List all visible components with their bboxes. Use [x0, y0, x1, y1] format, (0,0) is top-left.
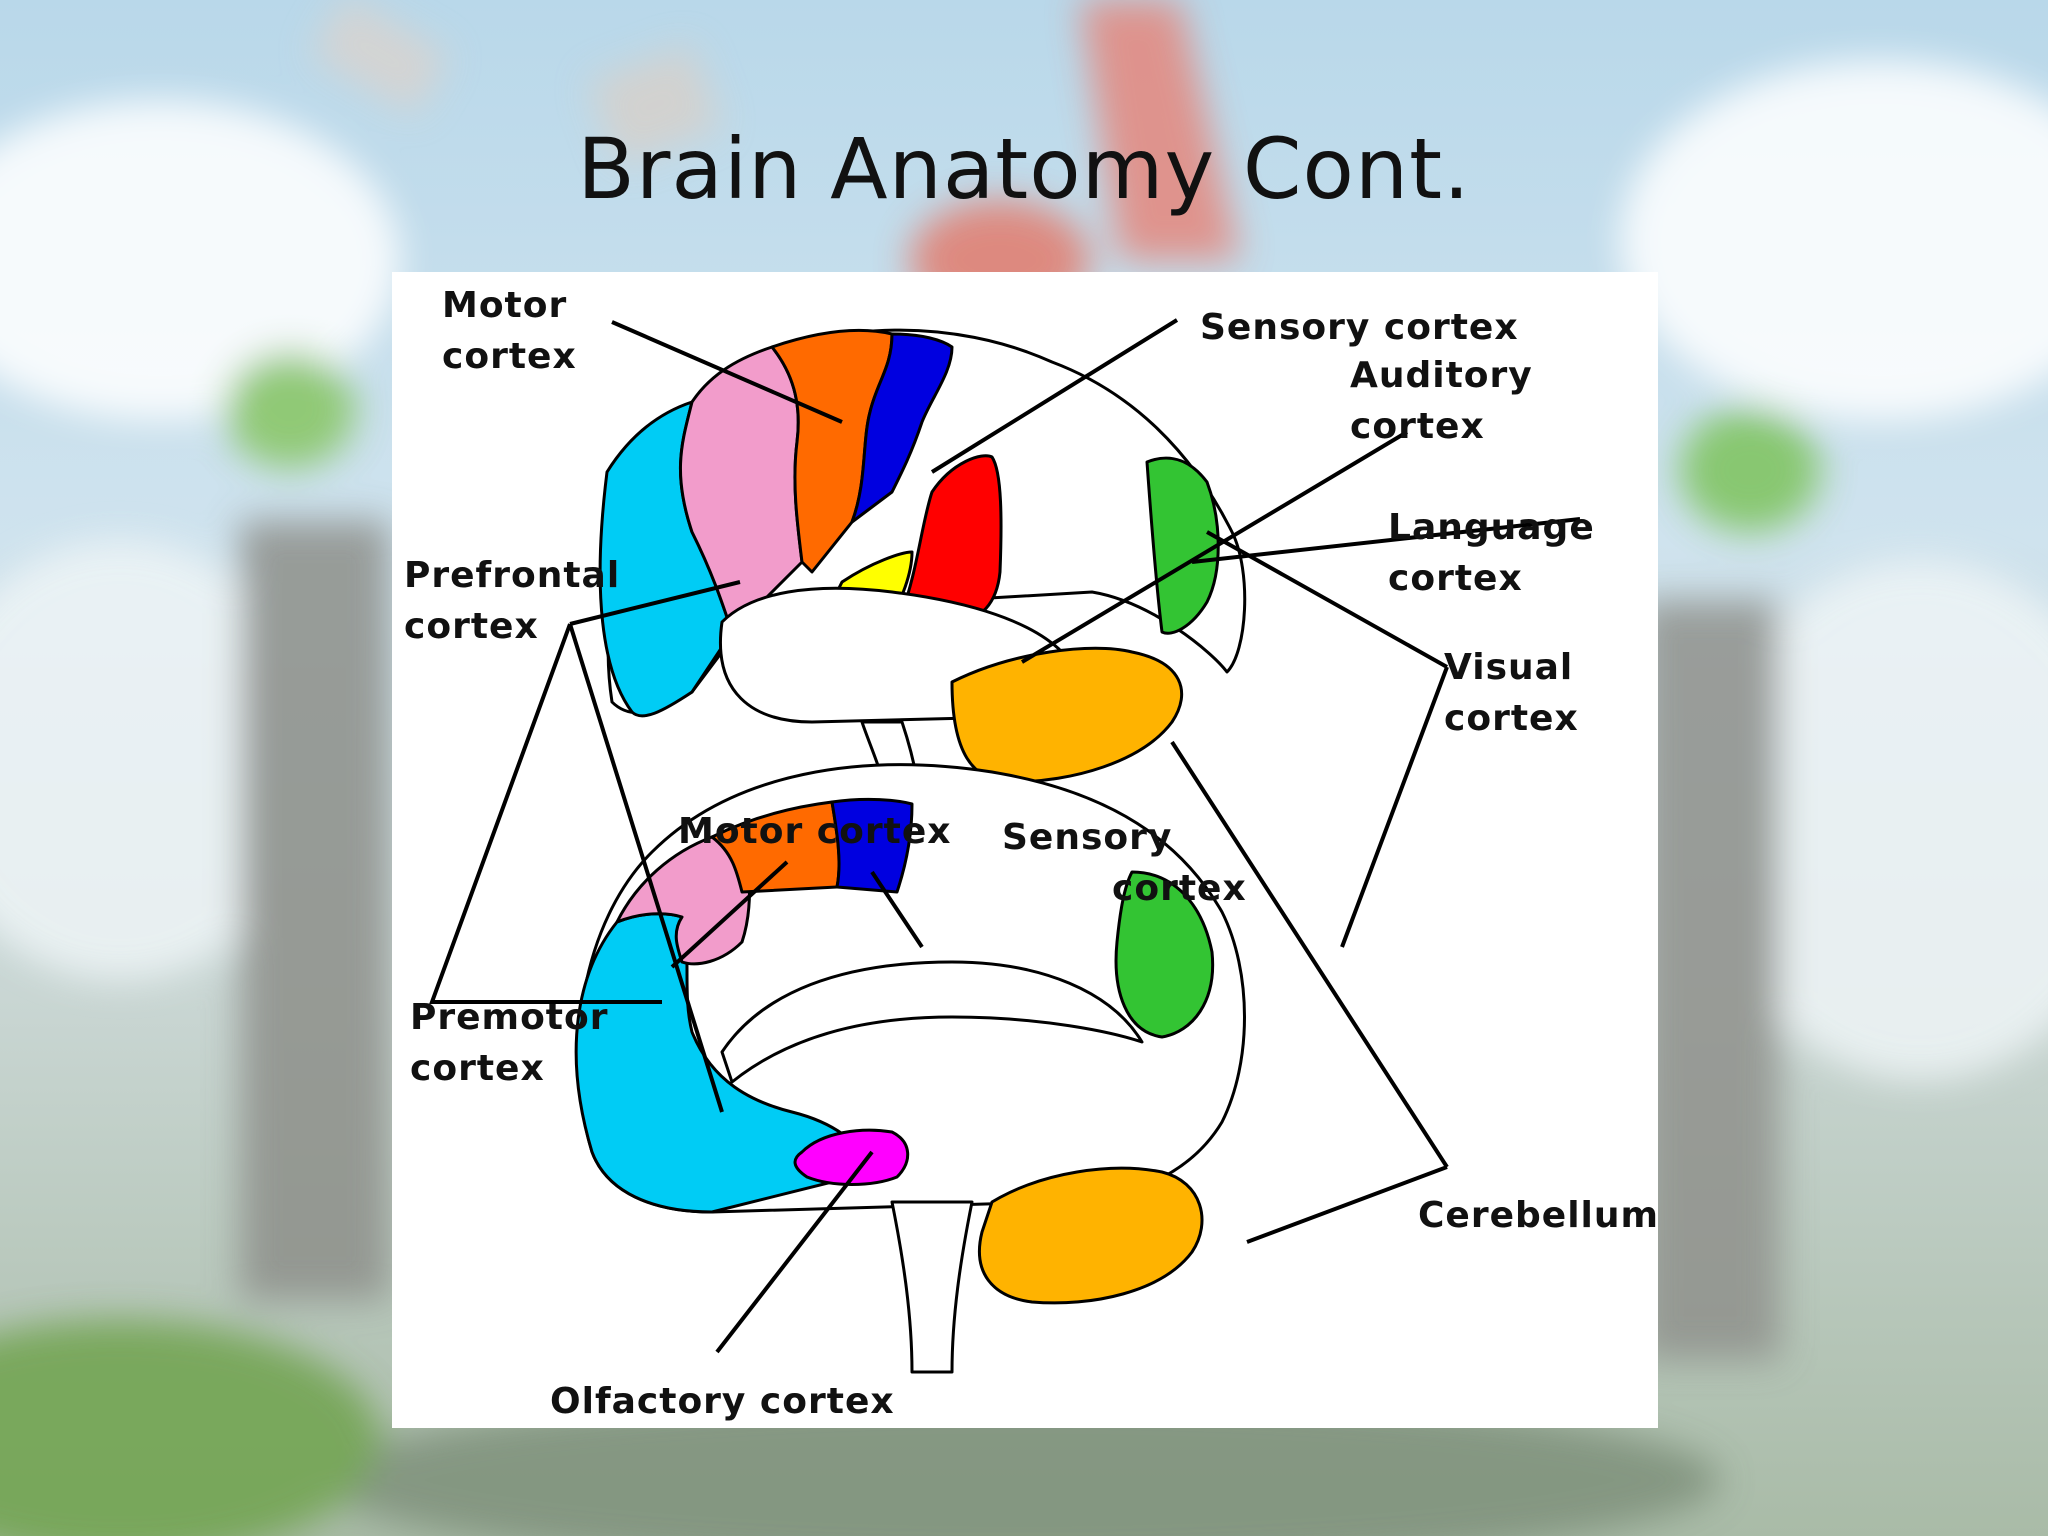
visual-medial-region — [1114, 870, 1215, 1039]
leader-cerebellum-2 — [1246, 1165, 1448, 1244]
leader-language — [1191, 517, 1581, 564]
leader-prefrontal-bracket — [429, 623, 662, 1004]
visual-lateral-region — [1145, 456, 1220, 635]
leader-prefrontal — [569, 580, 741, 626]
premotor-medial-region — [615, 830, 751, 966]
leader-motor-bottom — [670, 860, 789, 969]
leader-visual-2 — [1206, 530, 1448, 669]
sensory-medial-region — [830, 797, 914, 894]
label-prefrontal-cortex: Prefrontal cortex — [404, 555, 621, 647]
auditory-lateral-region — [900, 454, 1003, 624]
leader-motor-top — [611, 320, 843, 424]
leader-cerebellum — [1170, 740, 1449, 1169]
olfactory-medial-region — [793, 1128, 910, 1186]
label-sensory-cortex-bottom: Sensory cortex — [1002, 817, 1247, 909]
brainstem-medial — [890, 1200, 974, 1374]
label-olfactory-cortex: Olfactory cortex — [550, 1381, 895, 1422]
leader-premotor — [568, 623, 724, 1113]
brain-illustration — [429, 318, 1581, 1374]
leader-auditory — [1020, 430, 1409, 664]
label-auditory-cortex: Auditory cortex — [1350, 355, 1533, 447]
leader-sensory-top — [930, 318, 1179, 474]
cerebellum-medial-region — [977, 1166, 1204, 1305]
sensory-lateral-region — [850, 332, 954, 524]
prefrontal-medial-region — [574, 912, 874, 1214]
leader-visual — [1340, 666, 1449, 948]
cerebellum-lateral-region — [950, 646, 1183, 784]
label-language-cortex: Language cortex — [1388, 507, 1595, 599]
label-visual-cortex: Visual cortex — [1444, 647, 1579, 739]
label-motor-cortex-top: Motor cortex — [442, 285, 577, 377]
corpus-callosum — [720, 960, 1144, 1084]
label-cerebellum: Cerebellum — [1418, 1195, 1660, 1236]
label-premotor-cortex: Premotor cortex — [410, 997, 609, 1089]
leader-lines — [429, 318, 1581, 1354]
leader-olfactory — [715, 1150, 874, 1354]
label-sensory-cortex-top: Sensory cortex — [1200, 307, 1519, 348]
label-motor-cortex-bottom: Motor cortex — [678, 811, 952, 852]
slide-title: Brain Anatomy Cont. — [577, 120, 1471, 218]
brain-diagram: Motor cortex Sensory cortex Auditory cor… — [392, 272, 1658, 1428]
leader-sensory-bottom — [870, 870, 924, 949]
